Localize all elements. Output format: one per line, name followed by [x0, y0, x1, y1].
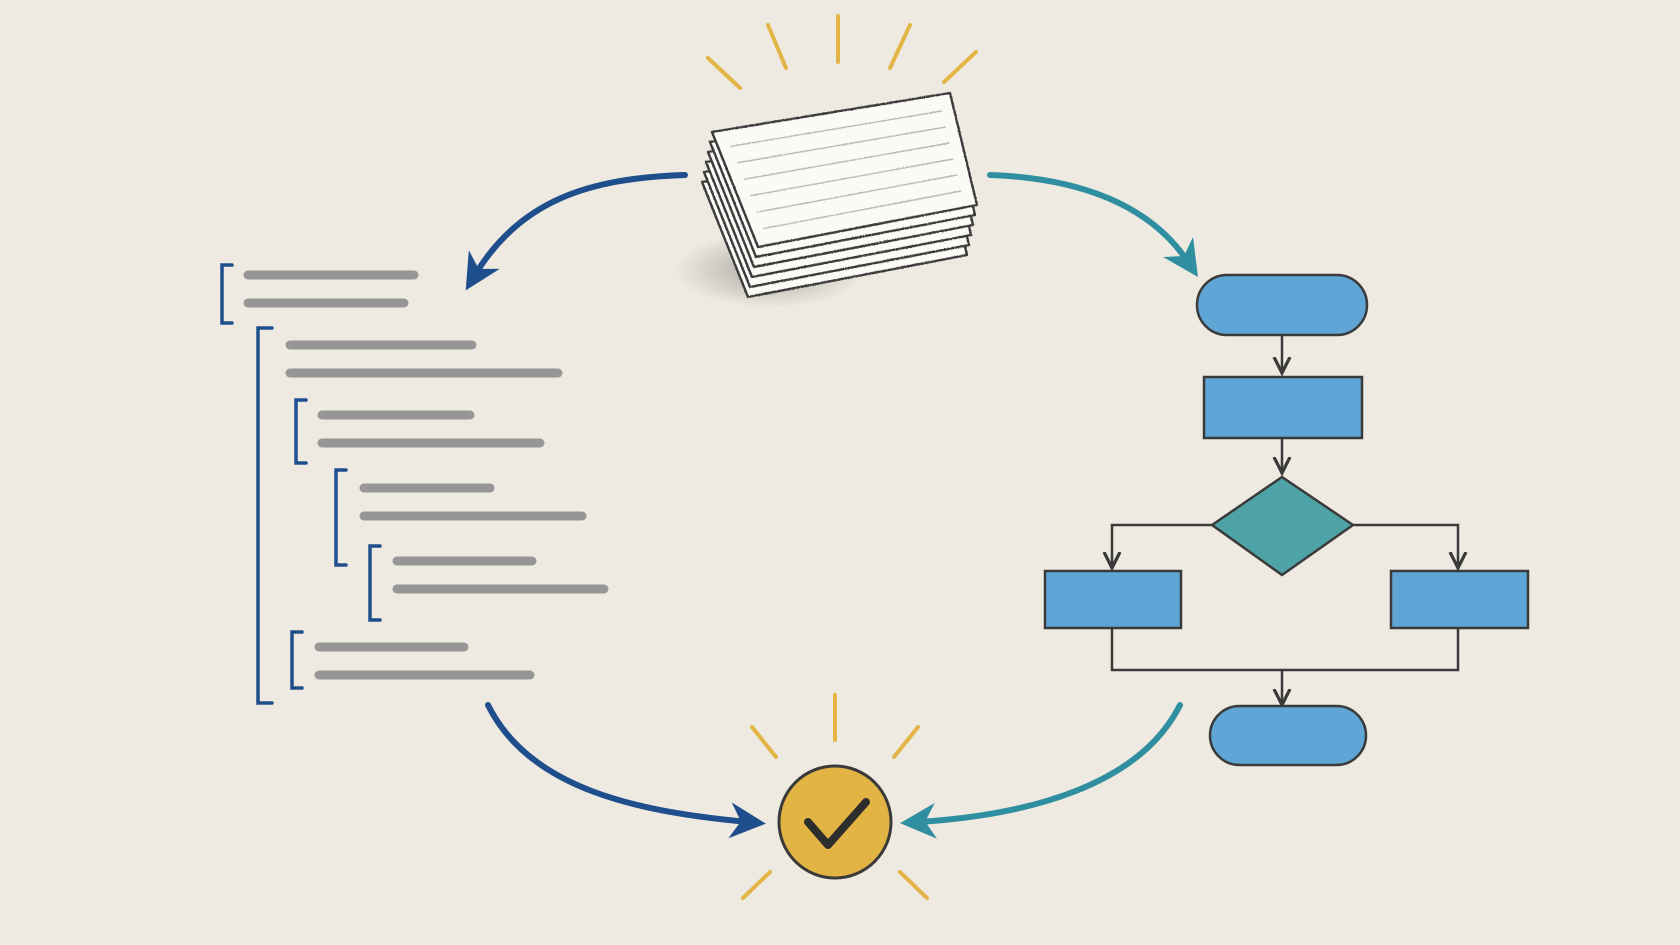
outline-bracket [334, 468, 348, 567]
check-mark [804, 798, 870, 849]
arrows [465, 172, 1198, 839]
card-rule-line [763, 190, 962, 230]
arrow-cards-to-outline [465, 172, 688, 291]
sunburst-rays-bottom [741, 693, 929, 900]
card-rule-line [730, 110, 942, 148]
outline-bracket [220, 263, 234, 325]
checkmark-badge-icon [741, 693, 929, 900]
card-rule-line [737, 126, 946, 164]
card-rule-line [743, 142, 950, 180]
arrow-cards-to-flowchart [987, 172, 1198, 277]
outline-bracket [368, 544, 382, 622]
card-rule-line [756, 174, 958, 213]
arrow-flowchart-to-check [900, 702, 1183, 839]
check-circle [777, 764, 893, 880]
flow-end-terminator [1208, 704, 1368, 767]
sunburst-rays-top [706, 14, 978, 90]
nested-outline-icon [220, 263, 609, 705]
outline-bracket [290, 630, 304, 690]
flow-decision [1209, 475, 1356, 577]
outline-bracket-main [256, 326, 274, 705]
index-card-stack-icon [675, 14, 979, 308]
outline-bracket [294, 398, 308, 465]
flow-process-step [1202, 375, 1364, 440]
flowchart-connectors [1112, 335, 1458, 705]
flow-process-right [1389, 569, 1530, 630]
flow-start-terminator [1195, 273, 1369, 337]
card-rule-line [750, 158, 954, 197]
flow-process-left [1043, 569, 1183, 630]
flowchart-icon [1043, 273, 1530, 767]
arrow-outline-to-check [485, 702, 766, 839]
